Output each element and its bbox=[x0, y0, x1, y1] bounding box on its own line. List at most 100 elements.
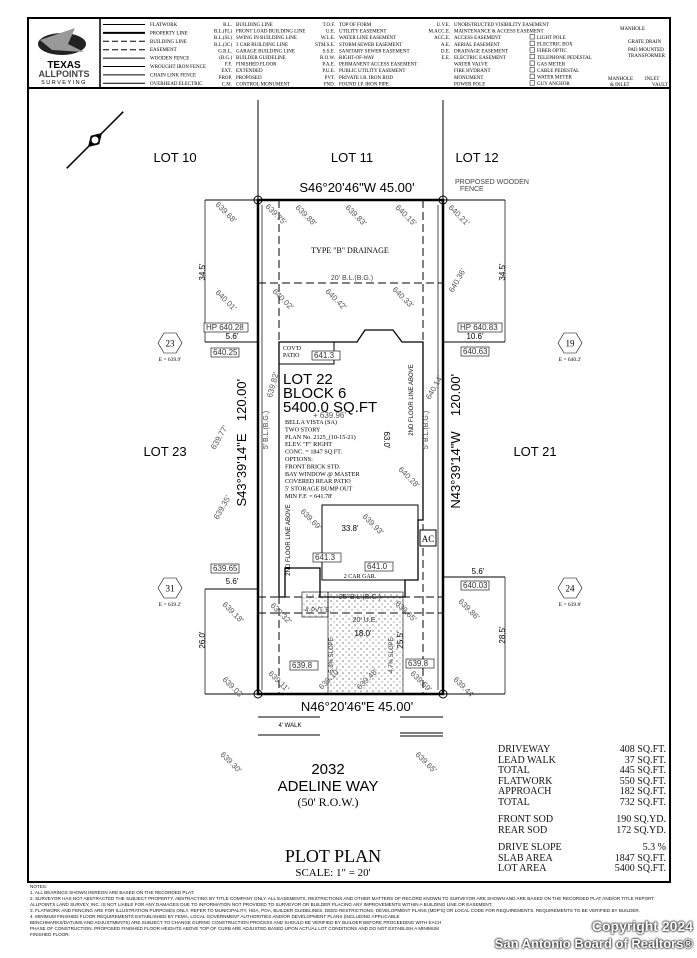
area-value: 172 SQ.YD. bbox=[616, 824, 666, 836]
abbr-meaning: FOUND I.P. IRON PIPE bbox=[339, 82, 389, 87]
notes: NOTES:1. ALL BEARINGS SHOWN HEREON ARE B… bbox=[30, 884, 666, 958]
abbr-code: FND. bbox=[324, 82, 335, 87]
ac-unit bbox=[419, 529, 437, 547]
abbr-meaning: GARAGE BUILDING LINE bbox=[236, 49, 295, 54]
spot-elevation: 639.77' bbox=[209, 424, 230, 451]
symbol-label: LIGHT POLE bbox=[537, 36, 566, 41]
abbr-meaning: AERIAL EASEMENT bbox=[454, 43, 500, 48]
abbr-meaning: BUILDER GUIDELINE bbox=[236, 56, 286, 61]
abbr-code: G.B.L. bbox=[218, 49, 232, 54]
abbr-code: R.O.W. bbox=[320, 56, 335, 61]
lot-sqft: 5400.0 SQ.FT bbox=[283, 399, 377, 416]
street-row: (50' R.O.W.) bbox=[297, 795, 358, 809]
abbr-code: P.A.E. bbox=[322, 63, 335, 68]
symbol-icon bbox=[529, 40, 535, 46]
dimension-label: 5.6' bbox=[226, 332, 239, 341]
abbr-code: W.L.E. bbox=[321, 36, 335, 41]
abbr-meaning: CONTROL MONUMENT bbox=[236, 82, 290, 87]
spot-elevation-box bbox=[405, 658, 435, 669]
north-arrow-icon bbox=[66, 111, 124, 169]
dimension-label: 10.6' bbox=[466, 332, 484, 341]
dimension-label: 26.0' bbox=[198, 631, 207, 649]
abbr-meaning: FRONT LOAD BUILDING LINE bbox=[236, 30, 306, 35]
legend-item: BUILDING LINE bbox=[150, 40, 187, 45]
spot-elevation: 640.21' bbox=[447, 203, 472, 228]
company-name-line3: SURVEYING bbox=[41, 80, 87, 86]
house-note: OPTIONS: bbox=[285, 456, 313, 463]
garage bbox=[321, 504, 419, 581]
area-label: SLAB AREA bbox=[498, 852, 553, 864]
abbr-meaning: WATER LINE EASEMENT bbox=[339, 36, 396, 41]
dimension-label: 63.0' bbox=[382, 431, 391, 449]
abbr-code: EXT. bbox=[221, 69, 232, 74]
slope-label: 4.7% SLOPE bbox=[389, 637, 395, 672]
area-label: FLATWORK bbox=[498, 775, 553, 787]
patio-label: COV'D bbox=[283, 346, 302, 352]
abbr-code: S.S.E. bbox=[323, 49, 335, 54]
abbr-meaning: DRAINAGE EASEMENT bbox=[454, 49, 508, 54]
abbr-meaning: TOP OF FORM bbox=[339, 23, 372, 28]
plot-plan-title: PLOT PLAN bbox=[285, 846, 381, 866]
spot-elevation: 639.18' bbox=[221, 600, 246, 625]
spot-elevation: 639.59' bbox=[409, 669, 434, 694]
property-corner-monuments bbox=[253, 195, 448, 699]
left-length: 120.00' bbox=[234, 379, 249, 421]
area-label: REAR SOD bbox=[498, 824, 548, 836]
spot-elevation: 639.93' bbox=[361, 512, 386, 537]
street-name: ADELINE WAY bbox=[278, 778, 379, 795]
rear-building-line-label: 20' B.L.(B.G.) bbox=[331, 275, 373, 282]
abbr-code: U.V.E. bbox=[437, 23, 450, 28]
spot-elevation-box-label: HP 640.83 bbox=[460, 323, 498, 332]
private-easement-label: 4' PVT. E. bbox=[305, 608, 331, 614]
legend-item: FLATWORK bbox=[150, 23, 178, 28]
symbol-label: MANHOLE bbox=[608, 77, 633, 82]
spot-elevation-box-label: HP 640.28 bbox=[206, 323, 244, 332]
house-note: TWO STORY bbox=[285, 426, 321, 433]
curb-elevation-hexagon bbox=[157, 577, 183, 599]
house-note: CONC. = 1847 SQ.FT. bbox=[285, 449, 342, 456]
legend-item: WROUGHT IRON FENCE bbox=[150, 65, 206, 70]
abbr-meaning: ACCESS EASEMENT bbox=[454, 36, 501, 41]
hexagon-elevation: E = 639.2' bbox=[159, 602, 182, 608]
abbr-meaning: PROPOSED bbox=[236, 76, 262, 81]
dimension-label: 34.5' bbox=[198, 263, 207, 281]
spot-elevation: 640.42' bbox=[324, 287, 349, 312]
spot-elevation-box-label: 640.03 bbox=[463, 581, 488, 590]
symbol-label: & INLET bbox=[610, 83, 630, 88]
abbr-code: M.ACC.E. bbox=[428, 30, 450, 35]
abbr-meaning: RIGHT-OF-WAY bbox=[339, 56, 375, 61]
abbr-meaning: POWER POLE bbox=[454, 82, 485, 87]
abbr-code: PROP. bbox=[219, 76, 232, 81]
hexagon-number: 24 bbox=[566, 584, 576, 594]
house-note: COVERED REAR PATIO bbox=[285, 478, 351, 485]
dimension-label: 28.5' bbox=[498, 626, 507, 644]
house-note: 5' STORAGE BUMP OUT bbox=[285, 486, 353, 493]
area-label: TOTAL bbox=[498, 765, 530, 776]
abbr-code: B.L.(SL) bbox=[214, 36, 232, 41]
symbol-label: ELECTRIC BOX bbox=[537, 43, 573, 48]
watermark-copyright: Copyright 2024 bbox=[591, 918, 693, 934]
side-building-line-label: 5' B.L.(B.G.) bbox=[263, 411, 270, 449]
abbr-code: T.O.F. bbox=[323, 23, 335, 28]
abbr-code: F.F. bbox=[225, 63, 232, 68]
symbol-label: WATER METER bbox=[537, 76, 573, 81]
area-label: LOT AREA bbox=[498, 863, 547, 874]
lot-11-label: LOT 11 bbox=[331, 150, 373, 165]
abbr-meaning: PRIVATE I.R. IRON ROD bbox=[339, 76, 393, 81]
abbr-meaning: SWING IN BUILDING LINE bbox=[236, 36, 297, 41]
symbol-label: GAS METER bbox=[537, 62, 566, 67]
hexagon-number: 31 bbox=[166, 584, 175, 594]
hexagon-number: 19 bbox=[566, 339, 576, 349]
fence-note: FENCE bbox=[460, 186, 484, 193]
spot-elevation: 639.83' bbox=[344, 203, 369, 228]
spot-elevation: 640.36' bbox=[447, 267, 468, 294]
symbol-label: INLET bbox=[645, 77, 659, 82]
area-label: APPROACH bbox=[498, 786, 552, 797]
area-label: DRIVEWAY bbox=[498, 744, 551, 755]
house-note: MIN F.F. = 641.78' bbox=[285, 493, 332, 500]
